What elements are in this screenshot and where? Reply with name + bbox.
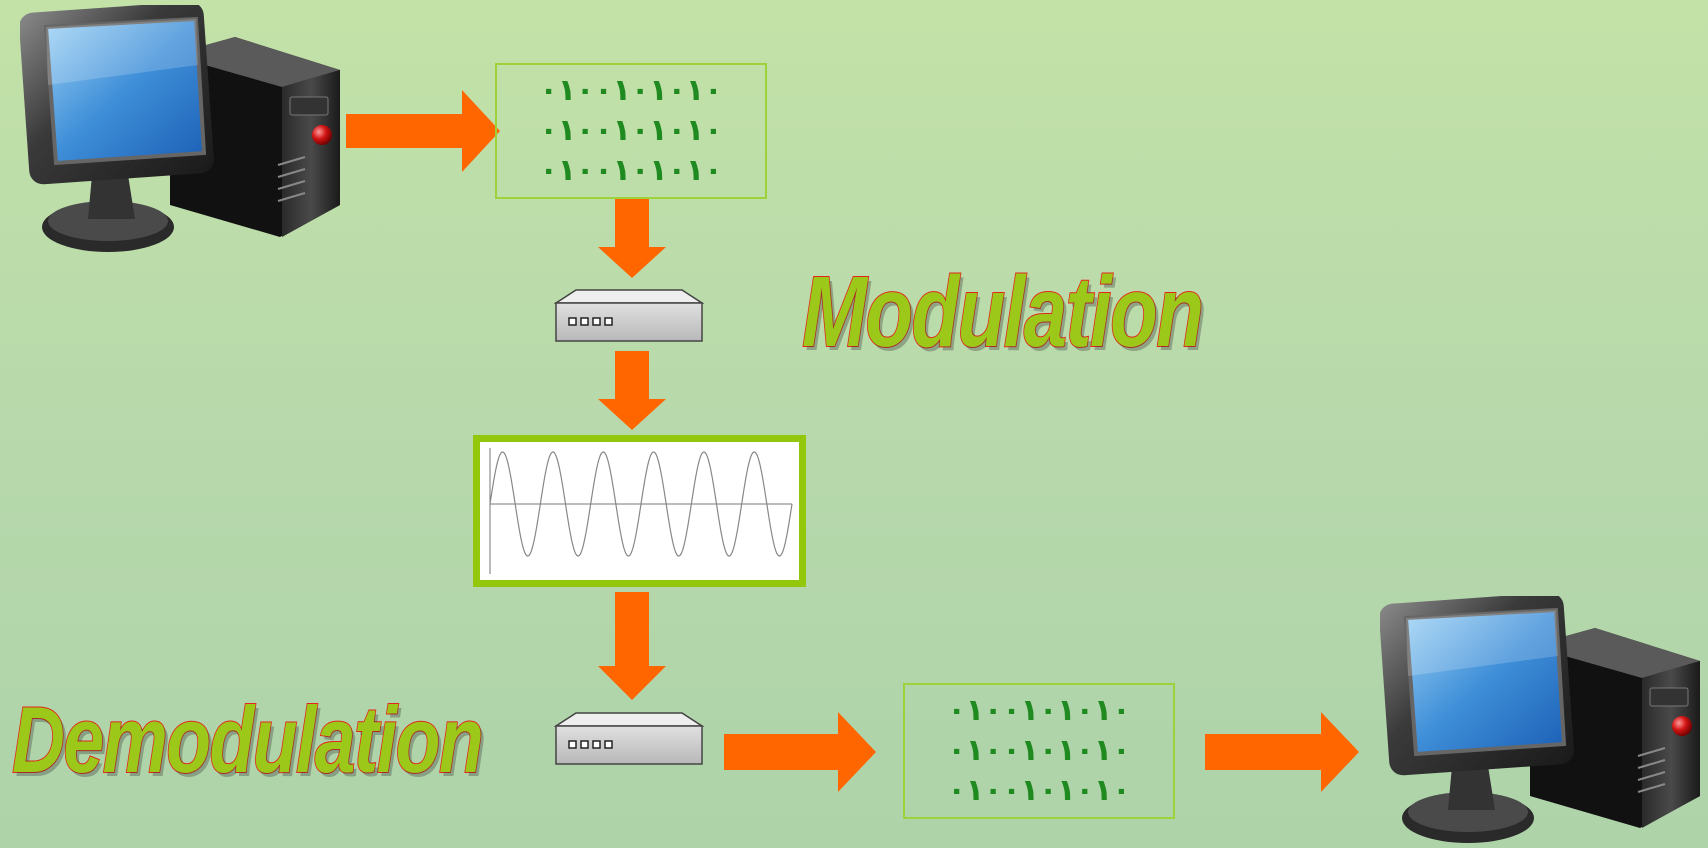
arrow-down-icon	[598, 351, 666, 430]
bit-row: ٠١٠٠١٠١٠١٠	[947, 693, 1131, 728]
bit-row: ٠١٠٠١٠١٠١٠	[539, 113, 723, 148]
modulated-signal-box	[473, 435, 806, 587]
input-bitstream-box: ٠١٠٠١٠١٠١٠ ٠١٠٠١٠١٠١٠ ٠١٠٠١٠١٠١٠	[495, 63, 767, 199]
modem-icon	[554, 712, 704, 765]
demodulation-label: Demodulation	[11, 687, 484, 792]
arrow-down-icon	[598, 592, 666, 700]
output-bitstream-box: ٠١٠٠١٠١٠١٠ ٠١٠٠١٠١٠١٠ ٠١٠٠١٠١٠١٠	[903, 683, 1175, 819]
bit-row: ٠١٠٠١٠١٠١٠	[947, 773, 1131, 808]
arrow-right-icon	[724, 712, 876, 792]
source-computer-icon	[20, 5, 340, 252]
arrow-right-icon	[1205, 712, 1359, 792]
modulation-label: Modulation	[801, 256, 1204, 368]
arrow-right-icon	[346, 90, 500, 172]
destination-computer-icon	[1380, 596, 1700, 843]
modem-icon	[554, 289, 704, 342]
bit-row: ٠١٠٠١٠١٠١٠	[947, 733, 1131, 768]
bit-row: ٠١٠٠١٠١٠١٠	[539, 73, 723, 108]
arrow-down-icon	[598, 199, 666, 278]
bit-row: ٠١٠٠١٠١٠١٠	[539, 153, 723, 188]
sine-wave-icon	[489, 448, 793, 574]
